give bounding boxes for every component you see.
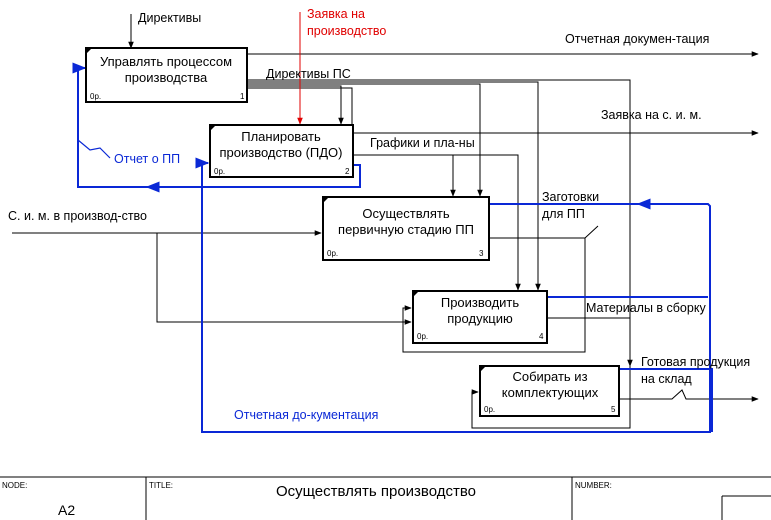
box-4-title-line2: продукцию [447,311,513,326]
label-sim-input: С. и. м. в производ-ство [8,209,147,223]
box-5-cost: 0р. [484,405,495,414]
label-pp-report: Отчет о ПП [114,152,180,166]
box-3-title-line1: Осуществлять [362,206,450,221]
box-1-title-line1: Управлять процессом [100,54,232,69]
box-2-title-line1: Планировать [241,129,321,144]
footer-frame [0,476,771,520]
box-4-title-line1: Производить [441,295,520,310]
box-2-title-line2: производство (ПДО) [220,145,343,160]
box-4[interactable]: Производить продукцию 0р. 4 [412,290,548,344]
label-report-docs: Отчетная докумен-тация [565,32,709,46]
label-request-sim: Заявка на с. и. м. [601,108,702,122]
footer-node-label: NODE: [2,481,27,490]
footer-node-value: A2 [58,502,75,518]
box-3[interactable]: Осуществлять первичную стадию ПП 0р. 3 [322,196,490,261]
box-2-number: 2 [345,167,350,176]
arrow-materials [471,317,631,429]
box-3-title-line2: первичную стадию ПП [338,222,474,237]
box-3-number: 3 [479,249,484,258]
label-blanks-line1: Заготовки [542,190,599,204]
arrows-blue [72,62,713,433]
label-production-request-line1: Заявка на [307,7,365,21]
arrow-labels: Директивы Заявка на производство Отчетна… [8,7,750,422]
footer-title-value: Осуществлять производство [276,483,476,500]
box-5[interactable]: Собирать из комплектующих 0р. 5 [479,365,620,417]
box-1-cost: 0р. [90,92,101,101]
label-schedules: Графики и пла-ны [370,136,475,150]
arrow-request-sim [247,87,759,136]
label-blanks-line2: для ПП [542,207,585,221]
box-4-cost: 0р. [417,332,428,341]
box-3-cost: 0р. [327,249,338,258]
label-finished-goods-line2: на склад [641,372,692,386]
arrow-pp-report [145,164,361,193]
box-2-cost: 0р. [214,167,225,176]
label-report-feedback: Отчетная до-кументация [234,408,378,422]
footer-title-label: TITLE: [149,481,173,490]
footer-number-label: NUMBER: [575,481,612,490]
squiggle-pp-report [77,139,111,159]
label-directives: Директивы [138,11,201,25]
label-materials: Материалы в сборку [586,301,706,315]
label-production-request-line2: производство [307,24,386,38]
box-1[interactable]: Управлять процессом производства 0р. 1 [85,47,248,103]
arrow-directives-ps [247,85,344,125]
box-2[interactable]: Планировать производство (ПДО) 0р. 2 [209,124,354,178]
box-1-title-line2: производства [125,70,208,85]
arrow-blanks [489,225,599,239]
box-5-title-line1: Собирать из [512,369,587,384]
box-4-number: 4 [539,332,544,341]
box-5-number: 5 [611,405,616,414]
label-finished-goods-line1: Готовая продукция [641,355,750,369]
arrow-finished-goods [619,389,759,402]
box-5-title-line2: комплектующих [502,385,599,400]
label-directives-ps: Директивы ПС [266,67,351,81]
arrows-black [12,14,759,429]
box-1-number: 1 [240,92,245,101]
arrow-schedules [353,154,521,291]
